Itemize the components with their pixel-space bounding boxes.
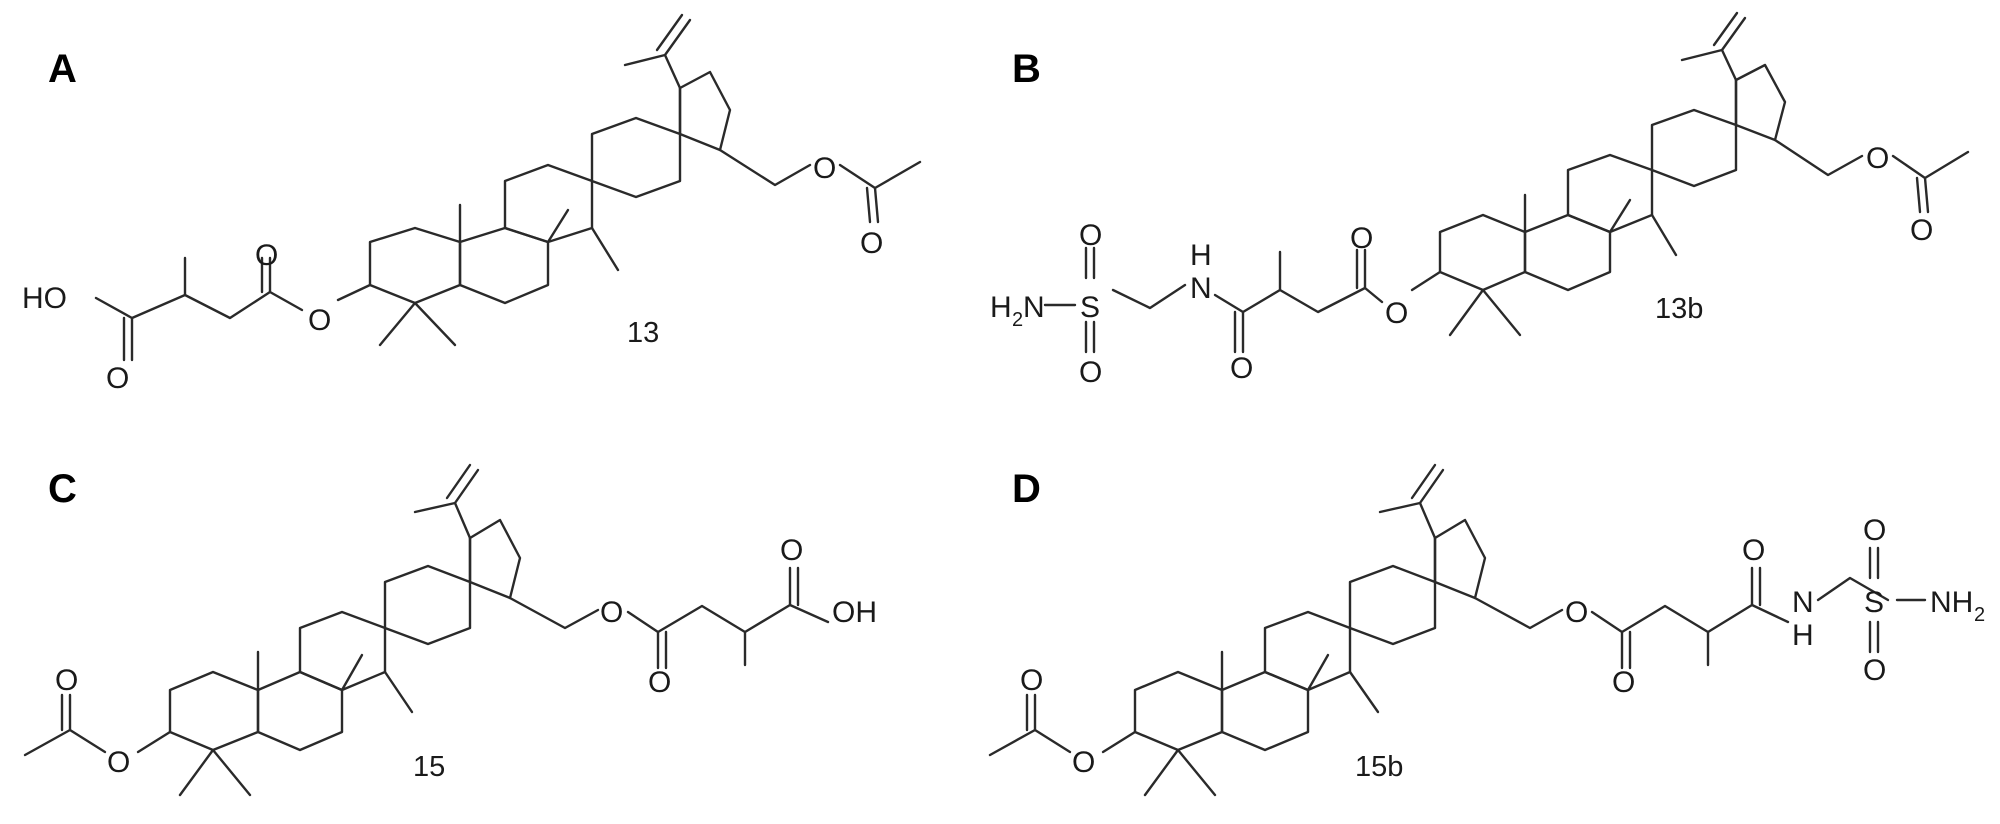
atom-label-o: O — [1072, 746, 1095, 779]
compound-number: 13 — [627, 317, 659, 349]
atom-label-o: O — [55, 664, 78, 697]
atom-label-o: O — [1863, 514, 1886, 547]
atom-label-o: O — [1350, 222, 1373, 255]
atom-label-h: H — [990, 291, 1012, 324]
atom-label-ho: HO — [22, 282, 67, 315]
panel-label: C — [48, 467, 77, 511]
atom-label-o: O — [648, 666, 671, 699]
compound-number: 13b — [1655, 293, 1703, 325]
molecule-structure — [94, 13, 922, 362]
panel-d: D — [988, 463, 1985, 797]
atom-label-n: N — [1792, 586, 1814, 619]
atom-label-o: O — [1079, 219, 1102, 252]
atom-label-o: O — [1612, 666, 1635, 699]
atom-label-nh: NH — [1930, 586, 1973, 619]
atom-label-o: O — [1910, 214, 1933, 247]
atom-label-n: N — [1023, 291, 1045, 324]
atom-label-o: O — [780, 534, 803, 567]
atom-label-h: H — [1792, 619, 1814, 652]
atom-label-o: O — [106, 362, 129, 395]
compound-number: 15b — [1355, 751, 1403, 783]
atom-label-o: O — [860, 227, 883, 260]
panel-a: A — [22, 13, 922, 395]
atom-subscript: 2 — [1974, 604, 1985, 626]
atom-label-s: S — [1080, 291, 1100, 324]
panel-label: D — [1012, 467, 1041, 511]
panel-b: B — [990, 11, 1970, 389]
molecule-structure — [1043, 11, 1970, 354]
atom-label-n: N — [1190, 272, 1212, 305]
atom-label-o: O — [1385, 297, 1408, 330]
molecule-structure — [988, 463, 1927, 797]
atom-label-o: O — [1020, 664, 1043, 697]
panel-label: A — [48, 47, 77, 91]
atom-label-o: O — [1863, 654, 1886, 687]
panel-c: C — [23, 463, 877, 797]
atom-label-o: O — [107, 746, 130, 779]
atom-label-o: O — [813, 152, 836, 185]
atom-label-o: O — [1866, 142, 1889, 175]
atom-label-o: O — [600, 596, 623, 629]
atom-label-s: S — [1864, 586, 1884, 619]
atom-label-o: O — [1230, 352, 1253, 385]
atom-label-o: O — [1079, 356, 1102, 389]
atom-label-oh: OH — [832, 596, 877, 629]
molecule-structure — [23, 463, 830, 797]
atom-label-o: O — [1742, 534, 1765, 567]
panel-label: B — [1012, 47, 1041, 91]
atom-label-h: H — [1190, 239, 1212, 272]
atom-label-o: O — [308, 304, 331, 337]
atom-label-o: O — [255, 239, 278, 272]
compound-number: 15 — [413, 751, 445, 783]
atom-label-o: O — [1565, 596, 1588, 629]
atom-subscript: 2 — [1012, 309, 1023, 331]
